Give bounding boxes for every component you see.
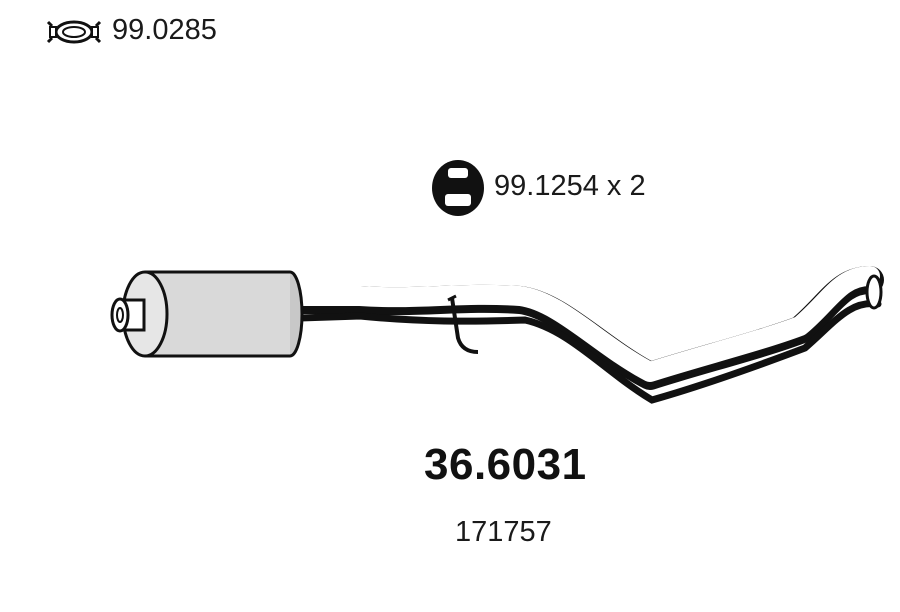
clamp-code: 99.0285 [112,14,217,46]
outlet-flange [865,274,883,310]
exhaust-clamp-icon [46,20,102,44]
pipe-hanger-bracket [450,297,479,354]
muffler-body [121,270,304,358]
part-number: 36.6031 [424,440,587,489]
reference-number: 171757 [455,516,552,548]
inlet-stub [110,297,146,333]
hanger-code: 99.1254 x 2 [494,170,646,202]
rubber-hanger-icon [432,160,484,216]
